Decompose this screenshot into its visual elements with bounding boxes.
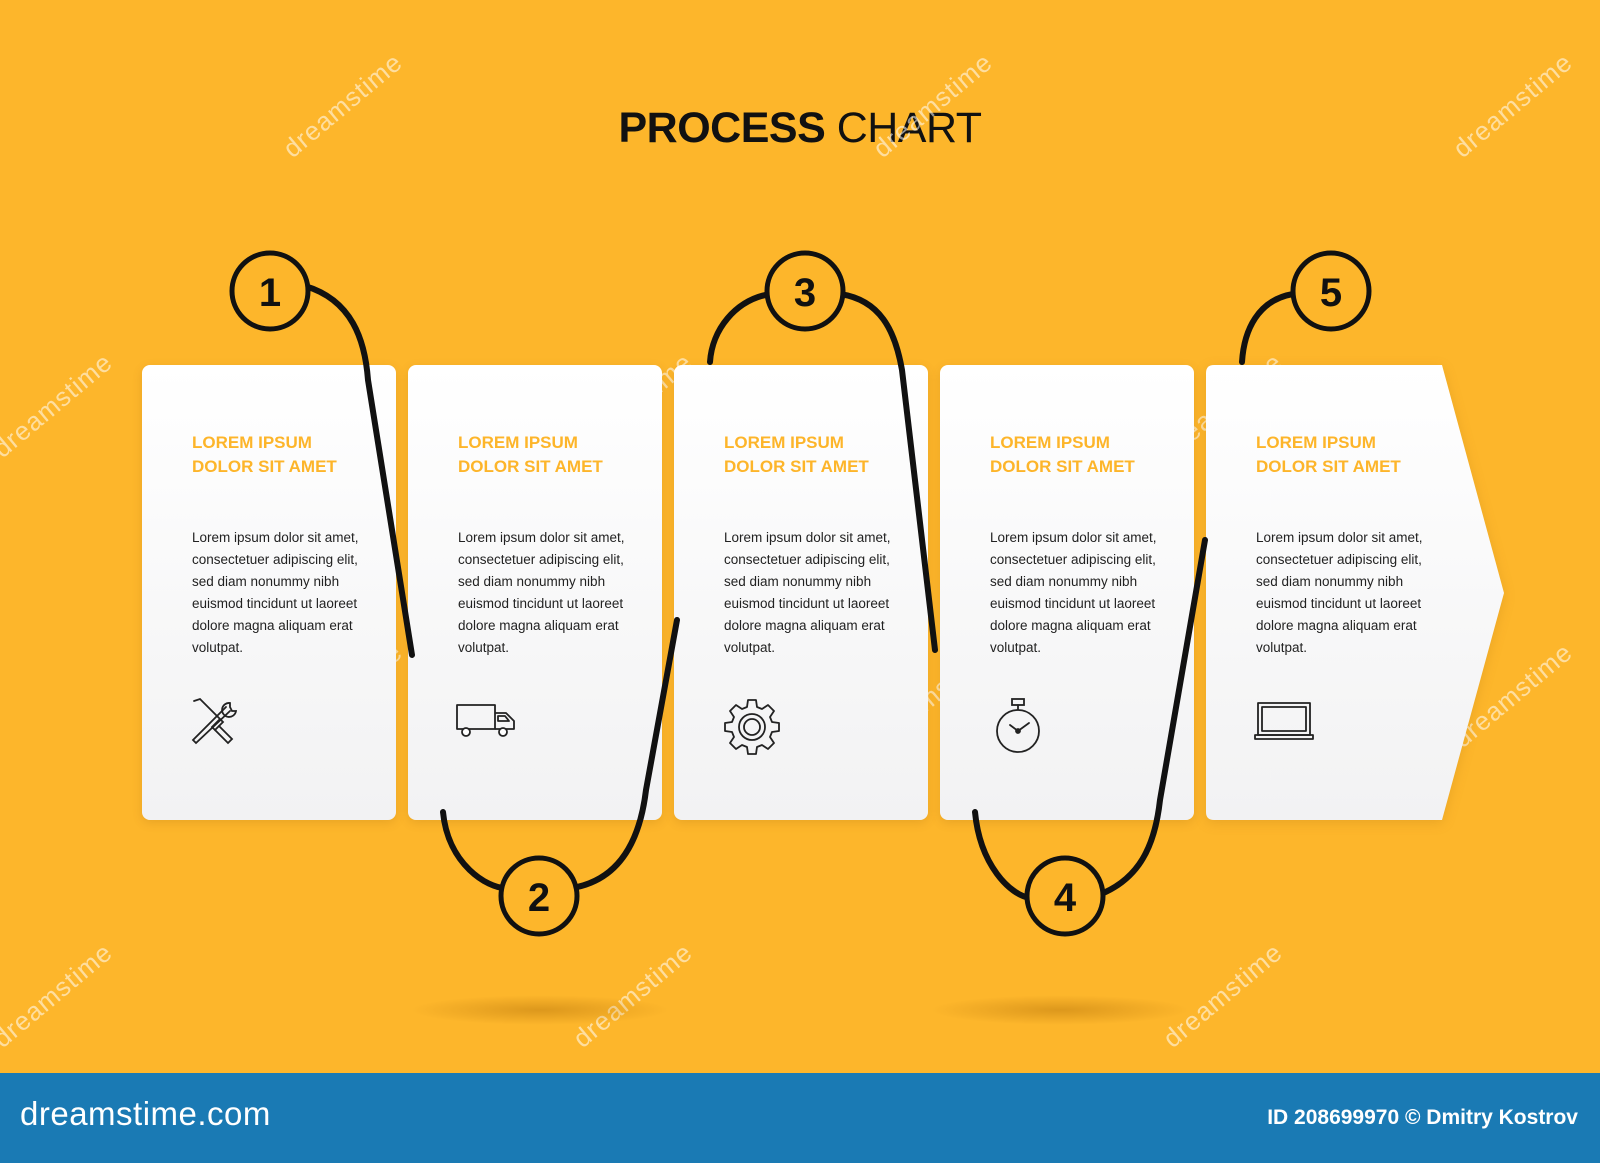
watermark: dreamstime — [1157, 936, 1289, 1054]
watermark: dreamstime — [0, 346, 119, 464]
step-body-line: sed diam nonummy nibh — [192, 574, 340, 589]
step-card-3: LOREM IPSUM DOLOR SIT AMET Lorem ipsum d… — [674, 365, 928, 820]
step-body-line: dolore magna aliquam erat — [1256, 618, 1417, 633]
step-body-line: consectetuer adipiscing elit, — [1256, 552, 1422, 567]
wire-segment — [440, 809, 508, 891]
footer-credit: ID 208699970 © Dmitry Kostrov — [1267, 1106, 1578, 1129]
step-heading-line: DOLOR SIT AMET — [1256, 457, 1401, 476]
step-heading: LOREM IPSUM DOLOR SIT AMET — [1256, 431, 1401, 479]
step-heading-line: LOREM IPSUM — [990, 433, 1110, 452]
laptop-icon — [1254, 702, 1314, 740]
step-body-line: euismod tincidunt ut laoreet — [192, 596, 358, 611]
step-number-4: 4 — [1024, 855, 1106, 937]
watermark: dreamstime — [0, 936, 119, 1054]
step-body-line: consectetuer adipiscing elit, — [724, 552, 890, 567]
step-number-1: 1 — [229, 250, 311, 332]
step-body-line: euismod tincidunt ut laoreet — [458, 596, 624, 611]
step-heading: LOREM IPSUM DOLOR SIT AMET — [990, 431, 1135, 479]
step-body-line: dolore magna aliquam erat — [990, 618, 1151, 633]
step-body: Lorem ipsum dolor sit amet, consectetuer… — [1256, 527, 1446, 659]
wire-segment — [972, 809, 1033, 901]
step-body-line: sed diam nonummy nibh — [990, 574, 1138, 589]
step-body-line: Lorem ipsum dolor sit amet, — [458, 530, 625, 545]
step-body: Lorem ipsum dolor sit amet, consectetuer… — [724, 527, 914, 659]
step-number-3: 3 — [764, 250, 846, 332]
step-body-line: euismod tincidunt ut laoreet — [1256, 596, 1422, 611]
step-heading-line: DOLOR SIT AMET — [724, 457, 869, 476]
step-heading: LOREM IPSUM DOLOR SIT AMET — [458, 431, 603, 479]
step-body: Lorem ipsum dolor sit amet, consectetuer… — [192, 527, 382, 659]
step-body-line: Lorem ipsum dolor sit amet, — [1256, 530, 1423, 545]
step-body: Lorem ipsum dolor sit amet, consectetuer… — [990, 527, 1180, 659]
footer-bar: dreamstime.com ID 208699970 © Dmitry Kos… — [0, 1073, 1600, 1163]
step-number-label: 3 — [794, 271, 816, 315]
step-body-line: euismod tincidunt ut laoreet — [990, 596, 1156, 611]
step-heading-line: LOREM IPSUM — [724, 433, 844, 452]
step-heading-line: DOLOR SIT AMET — [458, 457, 603, 476]
step-body-line: sed diam nonummy nibh — [724, 574, 872, 589]
step-number-label: 5 — [1320, 271, 1342, 315]
step-body-line: consectetuer adipiscing elit, — [192, 552, 358, 567]
step-number-2: 2 — [498, 855, 580, 937]
footer-brand[interactable]: dreamstime.com — [20, 1095, 271, 1132]
step-body-line: dolore magna aliquam erat — [724, 618, 885, 633]
step-body-line: Lorem ipsum dolor sit amet, — [724, 530, 891, 545]
wire-segment — [707, 291, 773, 365]
step-card-5: LOREM IPSUM DOLOR SIT AMET Lorem ipsum d… — [1206, 365, 1516, 820]
step-heading: LOREM IPSUM DOLOR SIT AMET — [724, 431, 869, 479]
step-heading-line: LOREM IPSUM — [1256, 433, 1376, 452]
step-body-line: dolore magna aliquam erat — [192, 618, 353, 633]
chart-title-light: CHART — [825, 104, 982, 152]
step-body-line: volutpat. — [192, 640, 244, 655]
chart-title: PROCESS CHART — [0, 104, 1600, 153]
step-body-line: volutpat. — [458, 640, 510, 655]
stopwatch-icon — [996, 698, 1040, 753]
tools-icon — [191, 697, 238, 745]
step-number-5: 5 — [1290, 250, 1372, 332]
step-body-line: sed diam nonummy nibh — [458, 574, 606, 589]
chart-title-bold: PROCESS — [618, 104, 826, 152]
step-body-line: euismod tincidunt ut laoreet — [724, 596, 890, 611]
step-card-1: LOREM IPSUM DOLOR SIT AMET Lorem ipsum d… — [142, 365, 396, 820]
step-body-line: Lorem ipsum dolor sit amet, — [192, 530, 359, 545]
step-number-label: 4 — [1054, 876, 1077, 920]
step-heading-line: DOLOR SIT AMET — [192, 457, 337, 476]
step-card-2: LOREM IPSUM DOLOR SIT AMET Lorem ipsum d… — [408, 365, 662, 820]
floor-shadow — [930, 995, 1190, 1025]
step-heading-line: LOREM IPSUM — [458, 433, 578, 452]
step-body: Lorem ipsum dolor sit amet, consectetuer… — [458, 527, 648, 659]
step-heading-line: LOREM IPSUM — [192, 433, 312, 452]
step-body-line: consectetuer adipiscing elit, — [990, 552, 1156, 567]
infographic-canvas: PROCESS CHART dreamstime dreamstime drea… — [0, 46, 1600, 1054]
step-body-line: consectetuer adipiscing elit, — [458, 552, 624, 567]
step-card-4: LOREM IPSUM DOLOR SIT AMET Lorem ipsum d… — [940, 365, 1194, 820]
gear-icon — [724, 699, 780, 755]
floor-shadow — [410, 995, 670, 1025]
step-heading-line: DOLOR SIT AMET — [990, 457, 1135, 476]
truck-icon — [456, 704, 515, 737]
step-heading: LOREM IPSUM DOLOR SIT AMET — [192, 431, 337, 479]
step-number-label: 1 — [259, 271, 281, 315]
step-body-line: Lorem ipsum dolor sit amet, — [990, 530, 1157, 545]
step-body-line: volutpat. — [724, 640, 776, 655]
step-body-line: sed diam nonummy nibh — [1256, 574, 1404, 589]
step-body-line: dolore magna aliquam erat — [458, 618, 619, 633]
step-body-line: volutpat. — [1256, 640, 1308, 655]
step-body-line: volutpat. — [990, 640, 1042, 655]
step-number-label: 2 — [528, 876, 550, 920]
